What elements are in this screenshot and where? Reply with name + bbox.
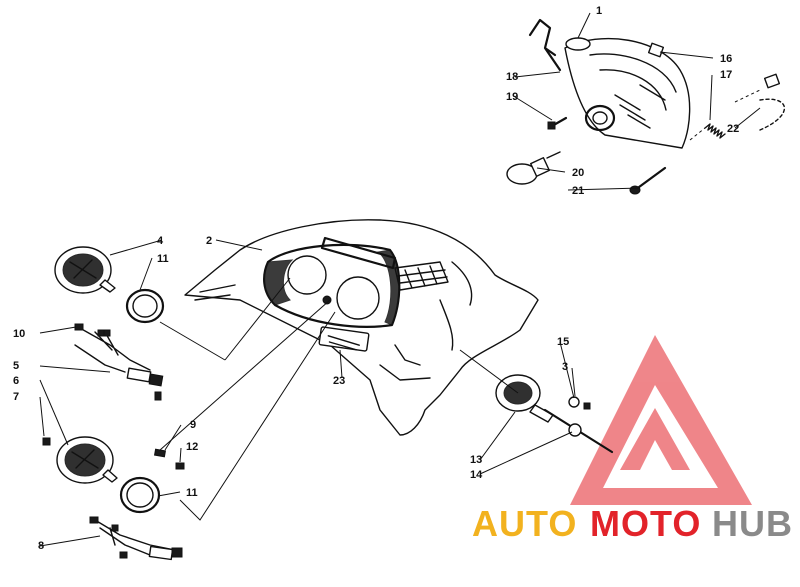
part-label-9: 9 <box>190 419 196 431</box>
watermark-word-hub: HUB <box>712 503 793 544</box>
part-label-7: 7 <box>13 391 19 403</box>
part-label-17: 17 <box>720 69 732 81</box>
watermark-word-moto: MOTO <box>590 503 701 544</box>
gauge-nut <box>175 462 185 470</box>
upper-gauge-group <box>54 246 165 401</box>
part-label-4: 4 <box>157 235 164 247</box>
headlight-housing <box>564 37 691 149</box>
upper-gauge <box>54 246 116 294</box>
part-label-13: 13 <box>470 454 482 466</box>
part-label-16: 16 <box>720 53 732 65</box>
bolt-head <box>629 185 641 195</box>
watermark-wordmark: AUTO MOTO HUB <box>472 503 793 544</box>
retainer-clip <box>763 73 781 89</box>
lower-wiring-harness <box>89 516 183 561</box>
headlight-bulb <box>506 151 561 185</box>
watermark-logo <box>570 335 752 505</box>
part-label-11-lower: 11 <box>186 487 198 499</box>
tach-opening <box>287 255 327 295</box>
part-label-5: 5 <box>13 360 19 372</box>
part-label-11-upper: 11 <box>157 253 169 265</box>
headlight-hatching <box>614 84 666 129</box>
dash-texture-left <box>263 259 294 306</box>
adjuster-cap <box>565 37 591 51</box>
washer <box>568 396 580 408</box>
gauge-seal-ring <box>125 288 165 324</box>
headlight-lens-edge <box>589 53 677 111</box>
adjuster-bolt <box>633 166 667 192</box>
upper-wiring-harness <box>74 323 164 401</box>
leader-lines <box>39 12 761 547</box>
part-label-21: 21 <box>572 185 584 197</box>
part-label-2: 2 <box>206 235 212 247</box>
lower-gauge-group <box>42 436 185 561</box>
part-label-19: 19 <box>506 91 518 103</box>
part-label-1: 1 <box>596 5 602 17</box>
dash-texture-right <box>376 249 400 326</box>
bulb-socket-ring <box>584 104 616 132</box>
lower-gauge <box>56 436 118 484</box>
cowl-grille <box>394 261 449 291</box>
dash-cowl <box>184 219 539 436</box>
part-label-22: 22 <box>727 123 739 135</box>
screw-head <box>547 121 556 130</box>
part-label-15: 15 <box>557 336 569 348</box>
watermark-word-auto: AUTO <box>472 503 577 544</box>
headlight-assembly <box>506 18 786 195</box>
speedo-opening <box>336 276 380 320</box>
part-label-18: 18 <box>506 71 518 83</box>
bulb-socket-inner <box>592 111 608 125</box>
retaining-spring-clip <box>528 18 562 72</box>
part-label-8: 8 <box>38 540 44 552</box>
indicator-lamp <box>322 295 332 305</box>
part-label-14: 14 <box>470 469 483 481</box>
nut <box>583 402 591 410</box>
gauge-bulb <box>42 437 51 446</box>
part-label-23: 23 <box>333 375 345 387</box>
watermark-triangle <box>570 335 752 505</box>
adjuster-spring <box>704 123 726 139</box>
part-label-20: 20 <box>572 167 584 179</box>
watermark-inner-mark <box>620 408 690 470</box>
part-number-labels: 1 2 3 4 5 6 7 8 9 10 11 11 12 13 14 15 1… <box>13 5 739 552</box>
part-label-3: 3 <box>562 361 568 373</box>
cowl-vent <box>320 236 397 270</box>
gauge-lamp-socket <box>153 448 167 458</box>
gauge-seal-ring-lower <box>119 476 161 514</box>
part-label-10: 10 <box>13 328 25 340</box>
part-label-6: 6 <box>13 375 19 387</box>
part-label-12: 12 <box>186 441 198 453</box>
grommet <box>568 423 582 437</box>
